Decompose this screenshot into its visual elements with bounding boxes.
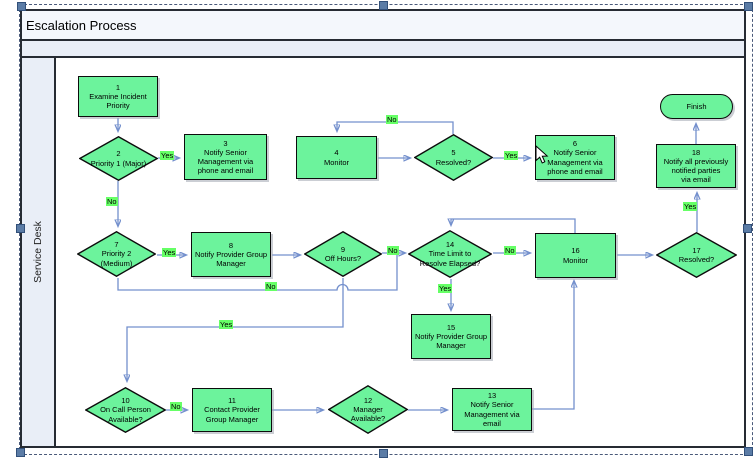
node-8-notify-provider-group-manager[interactable]: 8 Notify Provider Group Manager [191, 232, 271, 277]
edge-label-yes[interactable]: Yes [162, 248, 177, 257]
selection-handle-mid-right[interactable] [743, 224, 752, 233]
node-16-monitor[interactable]: 16 Monitor [535, 233, 616, 278]
phase-band[interactable] [22, 41, 744, 58]
swimlane-label: Service Desk [32, 221, 45, 283]
selection-handle-bottom-mid[interactable] [379, 449, 388, 458]
node-11-contact-provider-group-manager[interactable]: 11 Contact Provider Group Manager [192, 388, 272, 432]
edge-label-yes[interactable]: Yes [504, 151, 519, 160]
edge-label-no[interactable]: No [386, 115, 398, 124]
diamond-shape [79, 136, 158, 181]
node-13-notify-senior-management-email[interactable]: 13 Notify Senior Management via email [452, 388, 532, 431]
node-6-notify-senior-management-phone-email[interactable]: 6 Notify Senior Management via phone and… [535, 135, 615, 180]
mouse-cursor-icon [535, 145, 549, 164]
edge-label-yes[interactable]: Yes [438, 284, 453, 293]
node-3-notify-senior-management-phone-email[interactable]: 3 Notify Senior Management via phone and… [184, 134, 267, 180]
edge-label-no[interactable]: No [170, 402, 182, 411]
diamond-shape [328, 385, 408, 434]
edge-label-yes[interactable]: Yes [683, 202, 698, 211]
swimlane-header-service-desk[interactable]: Service Desk [22, 58, 56, 446]
flowchart-title-bar[interactable]: Escalation Process [22, 11, 744, 41]
flowchart-container[interactable]: Escalation Process Service Desk [20, 9, 746, 448]
edge-label-no[interactable]: No [387, 246, 399, 255]
selection-handle-mid-left[interactable] [16, 224, 25, 233]
selection-handle-top-right[interactable] [744, 2, 753, 11]
selection-handle-bottom-left[interactable] [16, 448, 25, 457]
node-1-examine-incident-priority[interactable]: 1 Examine Incident Priority [78, 76, 158, 117]
edge-label-yes[interactable]: Yes [219, 320, 234, 329]
node-finish[interactable]: Finish [660, 94, 733, 119]
edge-label-no[interactable]: No [265, 282, 277, 291]
diamond-shape [408, 230, 492, 278]
node-4-monitor[interactable]: 4 Monitor [296, 136, 377, 179]
diamond-shape [656, 232, 737, 278]
edge-label-no[interactable]: No [106, 197, 118, 206]
node-18-notify-all-previously-notified-parties[interactable]: 18 Notify all previously notified partie… [656, 144, 736, 188]
node-15-notify-provider-group-manager[interactable]: 15 Notify Provider Group Manager [411, 314, 491, 359]
diamond-shape [414, 134, 493, 181]
edge-label-yes[interactable]: Yes [160, 151, 175, 160]
diamond-shape [85, 387, 166, 433]
edge-label-no[interactable]: No [504, 246, 516, 255]
selection-handle-top-left[interactable] [17, 2, 26, 11]
page-title: Escalation Process [26, 17, 137, 33]
selection-handle-top-mid[interactable] [379, 1, 388, 10]
selection-handle-bottom-right[interactable] [744, 447, 753, 456]
